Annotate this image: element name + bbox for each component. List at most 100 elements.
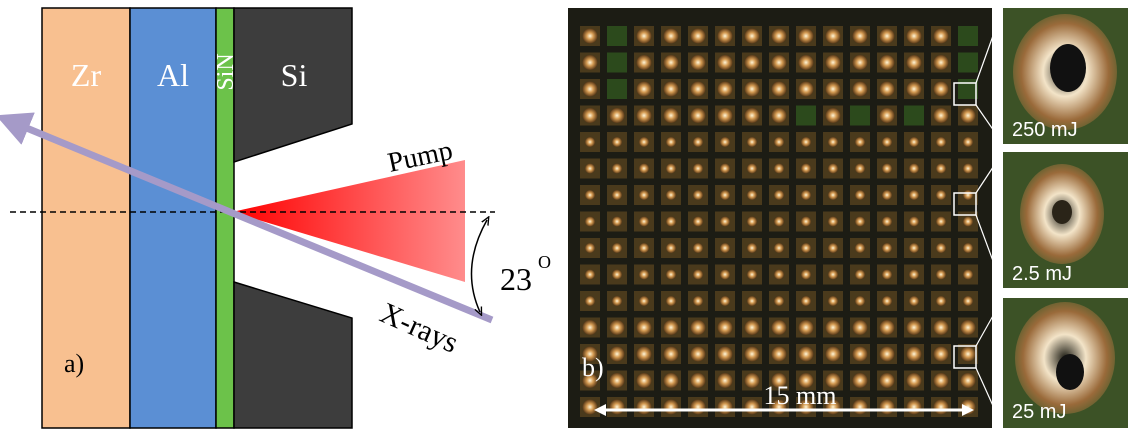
ablation-spot — [771, 28, 787, 44]
si-label: Si — [281, 57, 308, 93]
ablation-spot — [906, 28, 922, 44]
ablation-spot — [636, 55, 652, 70]
ablation-spot — [663, 399, 679, 415]
ablation-spot — [693, 216, 703, 227]
ablation-spot — [879, 320, 895, 335]
ablation-spot — [585, 216, 595, 227]
ablation-spot — [744, 320, 760, 335]
ablation-spot — [960, 108, 976, 123]
ablation-spot — [747, 163, 757, 174]
ablation-spot — [690, 346, 706, 362]
ablation-spot — [936, 296, 946, 306]
sin-label: SiN — [213, 53, 239, 90]
ablation-spot — [852, 55, 868, 70]
ablation-spot — [771, 346, 787, 362]
ablation-spot — [744, 81, 760, 97]
al-label: Al — [157, 57, 189, 93]
ablation-spot — [609, 399, 625, 415]
ablation-spot — [933, 346, 949, 362]
ablation-spot — [744, 373, 760, 388]
ablation-spot — [879, 55, 895, 70]
ablation-spot — [774, 296, 784, 306]
ablation-spot — [855, 216, 865, 227]
ablation-spot — [666, 296, 676, 306]
inset-energy-label: 25 mJ — [1012, 401, 1066, 423]
ablation-spot — [693, 163, 703, 174]
zr-layer — [41, 7, 131, 429]
well-grid — [580, 26, 978, 417]
ablation-spot — [798, 28, 814, 44]
ablation-spot — [879, 28, 895, 44]
ablation-spot — [585, 163, 595, 174]
ablation-spot — [717, 346, 733, 362]
ablation-spot — [828, 137, 838, 147]
ablation-spot — [609, 320, 625, 335]
connector-2b — [975, 214, 1004, 289]
ablation-spot — [801, 190, 811, 200]
ablation-spot — [585, 190, 595, 200]
sample-well — [958, 52, 978, 73]
ablation-spot — [582, 108, 598, 123]
panel-a: Zr Al SiN Si Pump X-rays 23 O a) — [0, 7, 551, 429]
angle-unit: O — [538, 252, 551, 272]
ablation-spot — [960, 399, 976, 415]
ablation-spot — [690, 108, 706, 123]
ablation-spot — [906, 399, 922, 415]
ablation-spot — [693, 243, 703, 253]
ablation-spot — [825, 108, 841, 123]
inset-250mj: 250 mJ — [1003, 8, 1128, 144]
ablation-spot — [909, 163, 919, 174]
ablation-spot — [882, 216, 892, 227]
ablation-spot — [585, 243, 595, 253]
ablation-spot — [909, 243, 919, 253]
ablation-spot — [663, 55, 679, 70]
sample-well — [607, 52, 627, 73]
ablation-spot — [639, 216, 649, 227]
ablation-spot — [855, 190, 865, 200]
sample-well — [958, 26, 978, 46]
highlight-box-3 — [953, 345, 977, 369]
sample-well — [607, 26, 627, 46]
highlight-box-2 — [953, 192, 977, 216]
al-layer — [129, 7, 217, 429]
ablation-spot — [828, 163, 838, 174]
ablation-spot — [666, 190, 676, 200]
ablation-spot — [666, 243, 676, 253]
ablation-spot — [879, 373, 895, 388]
sample-well — [904, 105, 924, 126]
xray-beam-arrow — [0, 112, 494, 324]
scale-bar-label: 15 mm — [764, 381, 837, 410]
ablation-spot — [774, 269, 784, 280]
ablation-spot — [906, 373, 922, 388]
ablation-spot — [744, 28, 760, 44]
ablation-spot — [936, 216, 946, 227]
ablation-spot — [666, 216, 676, 227]
ablation-spot — [747, 269, 757, 280]
ablation-spot — [582, 399, 598, 415]
ablation-spot — [909, 269, 919, 280]
ablation-spot — [936, 269, 946, 280]
inset-energy-label: 250 mJ — [1012, 119, 1078, 141]
ablation-spot — [825, 28, 841, 44]
ablation-spot — [906, 55, 922, 70]
ablation-spot — [717, 373, 733, 388]
ablation-spot — [960, 320, 976, 335]
ablation-spot — [963, 243, 973, 253]
ablation-spot — [882, 269, 892, 280]
ablation-spot — [717, 399, 733, 415]
ablation-spot — [744, 399, 760, 415]
connector-1a — [975, 7, 1004, 84]
ablation-spot — [774, 163, 784, 174]
ablation-spot — [933, 320, 949, 335]
ablation-spot — [663, 373, 679, 388]
ablation-spot — [960, 373, 976, 388]
ablation-spot — [933, 55, 949, 70]
ablation-spot — [963, 190, 973, 200]
ablation-spot — [612, 216, 622, 227]
ablation-spot — [720, 269, 730, 280]
ablation-spot — [852, 399, 868, 415]
ablation-spot — [879, 81, 895, 97]
ablation-spot — [720, 296, 730, 306]
ablation-spot — [636, 346, 652, 362]
ablation-spot — [690, 81, 706, 97]
